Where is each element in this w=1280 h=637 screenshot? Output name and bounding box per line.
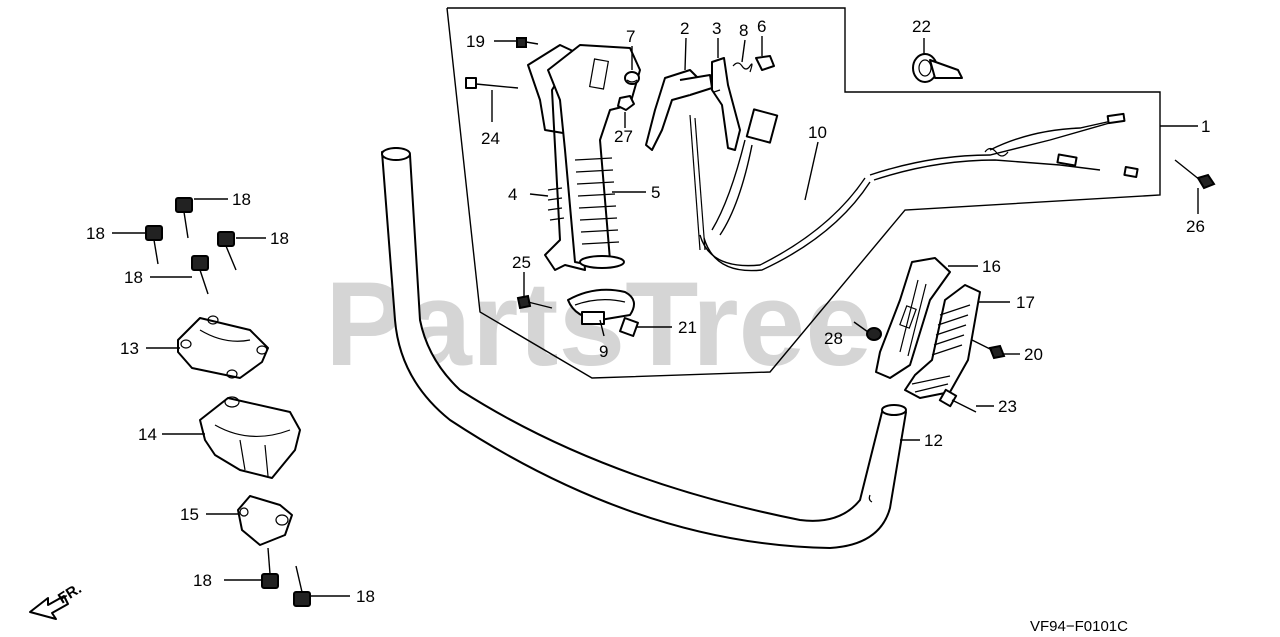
callout-13: 13 bbox=[120, 339, 139, 358]
callout-18-d: 18 bbox=[124, 268, 143, 287]
callout-7: 7 bbox=[626, 27, 635, 46]
stop-switch-lever bbox=[711, 57, 741, 151]
callout-28: 28 bbox=[824, 329, 843, 348]
callout-5: 5 bbox=[651, 183, 660, 202]
handle-base-part-15 bbox=[237, 495, 293, 546]
callout-labels: 1 2 3 4 5 6 7 8 9 10 12 13 14 15 16 17 1… bbox=[86, 17, 1210, 606]
callout-18-a: 18 bbox=[232, 190, 251, 209]
callout-8: 8 bbox=[739, 21, 748, 40]
callout-20: 20 bbox=[1024, 345, 1043, 364]
callout-24: 24 bbox=[481, 129, 500, 148]
lower-handle-holder-part-14 bbox=[199, 396, 301, 479]
callout-25: 25 bbox=[512, 253, 531, 272]
callout-12: 12 bbox=[924, 431, 943, 450]
bolt-part-18 bbox=[145, 197, 311, 607]
callout-21: 21 bbox=[678, 318, 697, 337]
callout-19: 19 bbox=[466, 32, 485, 51]
callout-3: 3 bbox=[712, 19, 721, 38]
nut-part-21 bbox=[619, 317, 639, 337]
callout-14: 14 bbox=[138, 425, 157, 444]
nut-part-28 bbox=[866, 327, 882, 341]
callout-6: 6 bbox=[757, 17, 766, 36]
callout-27: 27 bbox=[614, 127, 633, 146]
direction-arrow-icon: FR. bbox=[29, 580, 85, 620]
spring-part-7 bbox=[624, 71, 640, 85]
callout-18-b: 18 bbox=[86, 224, 105, 243]
leader-lines bbox=[112, 36, 1199, 597]
screw-part-26 bbox=[1174, 159, 1216, 190]
callout-18-e: 18 bbox=[193, 571, 212, 590]
diagram-code: VF94−F0101C bbox=[1030, 618, 1128, 635]
assembly-frame bbox=[446, 7, 1161, 379]
screw-part-20 bbox=[971, 339, 1006, 360]
spring-part-8 bbox=[732, 62, 753, 73]
callout-9: 9 bbox=[599, 342, 608, 361]
callout-22: 22 bbox=[912, 17, 931, 36]
upper-handle-holder-part-13 bbox=[177, 315, 269, 379]
callout-26: 26 bbox=[1186, 217, 1205, 236]
grip-part-17 bbox=[904, 284, 981, 399]
grip-holder-part-16 bbox=[875, 257, 951, 379]
callout-1: 1 bbox=[1201, 117, 1210, 136]
callout-23: 23 bbox=[998, 397, 1017, 416]
switch-wire bbox=[711, 108, 779, 236]
callout-18-f: 18 bbox=[356, 587, 375, 606]
callout-10: 10 bbox=[808, 123, 827, 142]
throttle-grip-right bbox=[547, 44, 641, 269]
nut-part-27 bbox=[617, 95, 635, 111]
band-clamp-part-9 bbox=[567, 288, 635, 325]
callout-2: 2 bbox=[680, 19, 689, 38]
callout-16: 16 bbox=[982, 257, 1001, 276]
callout-18-c: 18 bbox=[270, 229, 289, 248]
bolt-part-25 bbox=[516, 294, 553, 310]
throttle-cable bbox=[689, 112, 1139, 272]
callout-15: 15 bbox=[180, 505, 199, 524]
clip-part-6 bbox=[755, 55, 775, 71]
bolt-part-24 bbox=[465, 77, 519, 89]
callout-17: 17 bbox=[1016, 293, 1035, 312]
throttle-lever bbox=[645, 69, 713, 151]
handlebar-tube bbox=[381, 147, 907, 549]
callout-4: 4 bbox=[508, 185, 517, 204]
screw-part-19 bbox=[516, 37, 539, 48]
bolt-part-23 bbox=[938, 388, 977, 413]
cable-clamp-part-22 bbox=[912, 53, 963, 83]
